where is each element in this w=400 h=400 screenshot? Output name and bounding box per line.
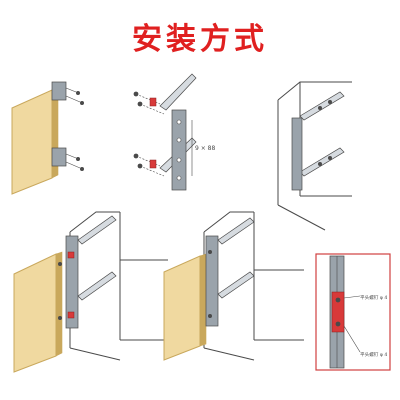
dimension-label: 9 × 88 (195, 145, 215, 152)
attached-screws (58, 251, 75, 320)
slide-rail (159, 73, 197, 111)
lower-slide (299, 147, 345, 177)
panel-3-cabinet (277, 81, 352, 231)
attached-upper-slide (77, 215, 117, 245)
attached-bracket-plate (65, 235, 79, 329)
attached-bracket-plate-2 (205, 235, 219, 327)
detail-frame (315, 253, 391, 371)
upper-screws (133, 91, 165, 115)
panel-4-assembly (13, 211, 168, 373)
upper-door-bracket (51, 81, 84, 105)
panel-6-detail: 平头螺钉 φ 4 平头螺钉 φ 4 (315, 253, 391, 371)
lower-screws (133, 153, 165, 177)
door-panel (11, 89, 53, 195)
cabinet-screws (318, 100, 332, 166)
page-title: 安装方式 (132, 22, 268, 57)
lower-door-bracket (51, 147, 84, 171)
door-panel-attached-2 (163, 255, 201, 361)
panel-2-bracket: 9 × 88 (133, 73, 215, 191)
vertical-bracket-plate (171, 109, 187, 191)
upper-slide (299, 91, 345, 121)
attached-lower-slide (77, 271, 117, 301)
cabinet-bracket-plate (291, 117, 303, 191)
door-panel-attached (13, 253, 57, 373)
panel-1-door (11, 81, 84, 195)
screw-label-upper: 平头螺钉 φ 4 (360, 294, 387, 301)
red-bracket (331, 291, 345, 333)
screw-label-lower: 平头螺钉 φ 4 (360, 351, 387, 358)
panel-5-assembly (163, 211, 304, 361)
